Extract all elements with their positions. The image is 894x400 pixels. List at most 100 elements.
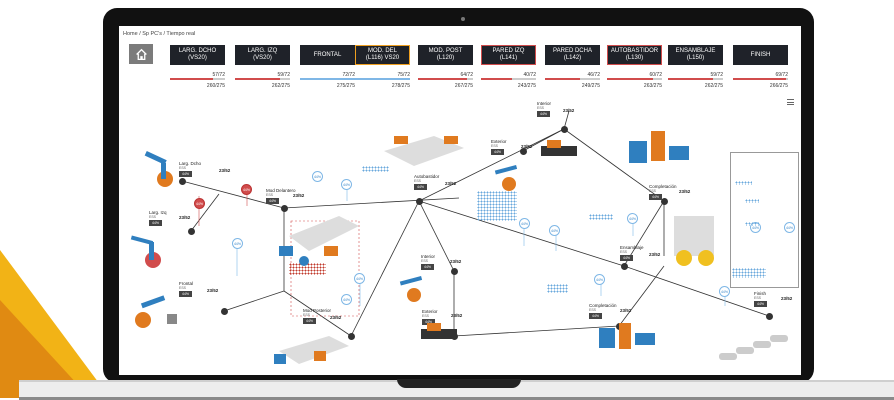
node-frontal[interactable]: Frontal ESS 44% 23/52 [179, 281, 218, 297]
node-pin[interactable] [661, 198, 668, 205]
station-button[interactable]: PARED IZQ(L141) [481, 45, 536, 65]
node-pin[interactable] [561, 126, 568, 133]
station-button[interactable]: MOD. DEL(L116) VS20 [355, 45, 410, 65]
node-completacion-bot[interactable]: Completación ESS 44% 23/52 [589, 303, 631, 319]
station-button[interactable]: FRONTAL [300, 45, 355, 65]
buffer-drop[interactable]: 44% [784, 222, 795, 233]
node-pct: 44% [620, 255, 634, 261]
node-pct: 44% [179, 291, 193, 297]
node-pin[interactable] [416, 198, 423, 205]
station-code: (L141) [499, 55, 518, 61]
node-count: 23/52 [450, 259, 462, 264]
node-pin[interactable] [179, 178, 186, 185]
node-pct: 44% [414, 184, 428, 190]
station-shift-count: 40/72 [523, 72, 536, 78]
node-pin[interactable] [520, 148, 527, 155]
station-shift-count: 69/72 [775, 72, 788, 78]
station-button[interactable]: ENSAMBLAJE(L150) [668, 45, 723, 65]
station-button[interactable]: PARED DCHA(L142) [545, 45, 600, 65]
node-sub: ESS [179, 286, 187, 290]
hamburger-menu-icon[interactable] [787, 99, 794, 107]
node-exterior-bot[interactable]: Exterior ESS 44% 23/52 [422, 309, 462, 325]
station-progress-bar [300, 78, 355, 80]
node-pin[interactable] [221, 308, 228, 315]
buffer-drop[interactable]: 44% [341, 179, 352, 190]
node-pct: 44% [179, 171, 193, 177]
station-button[interactable]: AUTOBASTIDOR(L130) [607, 45, 662, 65]
buffer-drop[interactable]: 44% [519, 218, 530, 229]
node-completacion-top[interactable]: Completación ESS 44% 23/52 [649, 184, 690, 200]
node-count: 23/52 [679, 189, 691, 194]
node-name: Mod Posterior [303, 308, 332, 313]
node-pct: 44% [422, 319, 436, 325]
buffer-dot-grid [735, 181, 752, 185]
node-ensamblaje[interactable]: Ensamblaje ESS 44% 23/52 [620, 245, 660, 261]
buffer-drop-alert[interactable]: 44% [241, 184, 252, 195]
buffer-drop[interactable]: 44% [627, 213, 638, 224]
station-total-count: 243/275 [517, 83, 536, 89]
node-pin[interactable] [621, 263, 628, 270]
node-exterior-top[interactable]: Exterior ESS 44% 23/52 [491, 139, 532, 155]
buffer-drop[interactable]: 44% [354, 273, 365, 284]
workcell-icon [674, 216, 714, 266]
station-button[interactable]: LARG. IZQ(VS20) [235, 45, 290, 65]
buffer-drop[interactable]: 44% [594, 274, 605, 285]
node-count: 23/52 [521, 144, 533, 149]
station-button[interactable]: FINISH [733, 45, 788, 65]
station-code: (L116) VS20 [365, 55, 400, 61]
station-name: MOD. POST [428, 48, 463, 54]
station-button[interactable]: LARG. DCHO(VS20) [170, 45, 225, 65]
station-code: (L150) [686, 55, 705, 61]
node-name: Interior [537, 101, 552, 106]
node-name: Frontal [179, 281, 194, 286]
node-mod-posterior[interactable]: Mod Posterior ESS 44% 23/52 [303, 308, 341, 324]
node-name: Exterior [422, 309, 438, 314]
workcell-icon [274, 336, 349, 364]
buffer-drop[interactable]: 44% [312, 171, 323, 182]
node-larg-dcho[interactable]: Larg. Dcho ESS 44% 23/52 [179, 161, 230, 177]
node-pin[interactable] [188, 228, 195, 235]
dashboard-screen: Home / Sp PC's / Tiempo real LARG. DCHO(… [119, 26, 801, 375]
node-pin[interactable] [348, 333, 355, 340]
node-name: Ensamblaje [620, 245, 644, 250]
node-interior-top[interactable]: Interior ESS 44% 23/52 [537, 101, 574, 117]
node-sub: ESS [421, 259, 429, 263]
buffer-dot-grid [362, 166, 389, 172]
station-name: FINISH [750, 51, 771, 58]
station-total-count: 262/275 [704, 83, 723, 89]
node-sub: ESS [266, 193, 274, 197]
station-progress-bar [668, 78, 723, 80]
node-autobastidor[interactable]: Autobastidor ESS 44% 23/52 [414, 174, 456, 190]
node-mod-delantero[interactable]: Mod Delantero ESS 44% 23/52 [266, 188, 304, 204]
buffer-drop[interactable]: 44% [341, 294, 352, 305]
node-pin[interactable] [281, 205, 288, 212]
buffer-drop-alert[interactable]: 44% [194, 198, 205, 209]
node-count: 23/52 [219, 168, 231, 173]
buffer-drop[interactable]: 44% [232, 238, 243, 249]
node-finish[interactable]: Finish ESS 44% 23/52 [754, 291, 792, 307]
node-count: 23/52 [451, 313, 463, 318]
station-total-count: 278/275 [391, 83, 410, 89]
buffer-drop[interactable]: 44% [719, 286, 730, 297]
node-count: 23/52 [445, 181, 457, 186]
buffer-drop[interactable]: 44% [549, 225, 560, 236]
node-name: Mod Delantero [266, 188, 296, 193]
station-progress-bar [355, 78, 410, 80]
station-shift-count: 59/72 [277, 72, 290, 78]
station-button[interactable]: MOD. POST(L120) [418, 45, 473, 65]
node-pin[interactable] [451, 268, 458, 275]
workcell-icon [279, 216, 359, 266]
camera-icon [461, 17, 465, 21]
node-interior-bot[interactable]: Interior ESS 44% 23/52 [421, 254, 461, 270]
node-sub: ESS [589, 308, 597, 312]
node-name: Larg. Dcho [179, 161, 202, 166]
station-name: PARED DCHA [553, 48, 592, 54]
node-count: 23/52 [620, 308, 632, 313]
breadcrumb[interactable]: Home / Sp PC's / Tiempo real [123, 31, 196, 37]
station-code: (VS20) [188, 55, 207, 61]
home-button[interactable] [129, 44, 153, 64]
node-count: 23/52 [781, 296, 793, 301]
node-pct: 44% [491, 149, 505, 155]
node-larg-izq[interactable]: Larg. Izq ESS 44% 23/52 [149, 210, 190, 226]
node-pin[interactable] [766, 313, 773, 320]
